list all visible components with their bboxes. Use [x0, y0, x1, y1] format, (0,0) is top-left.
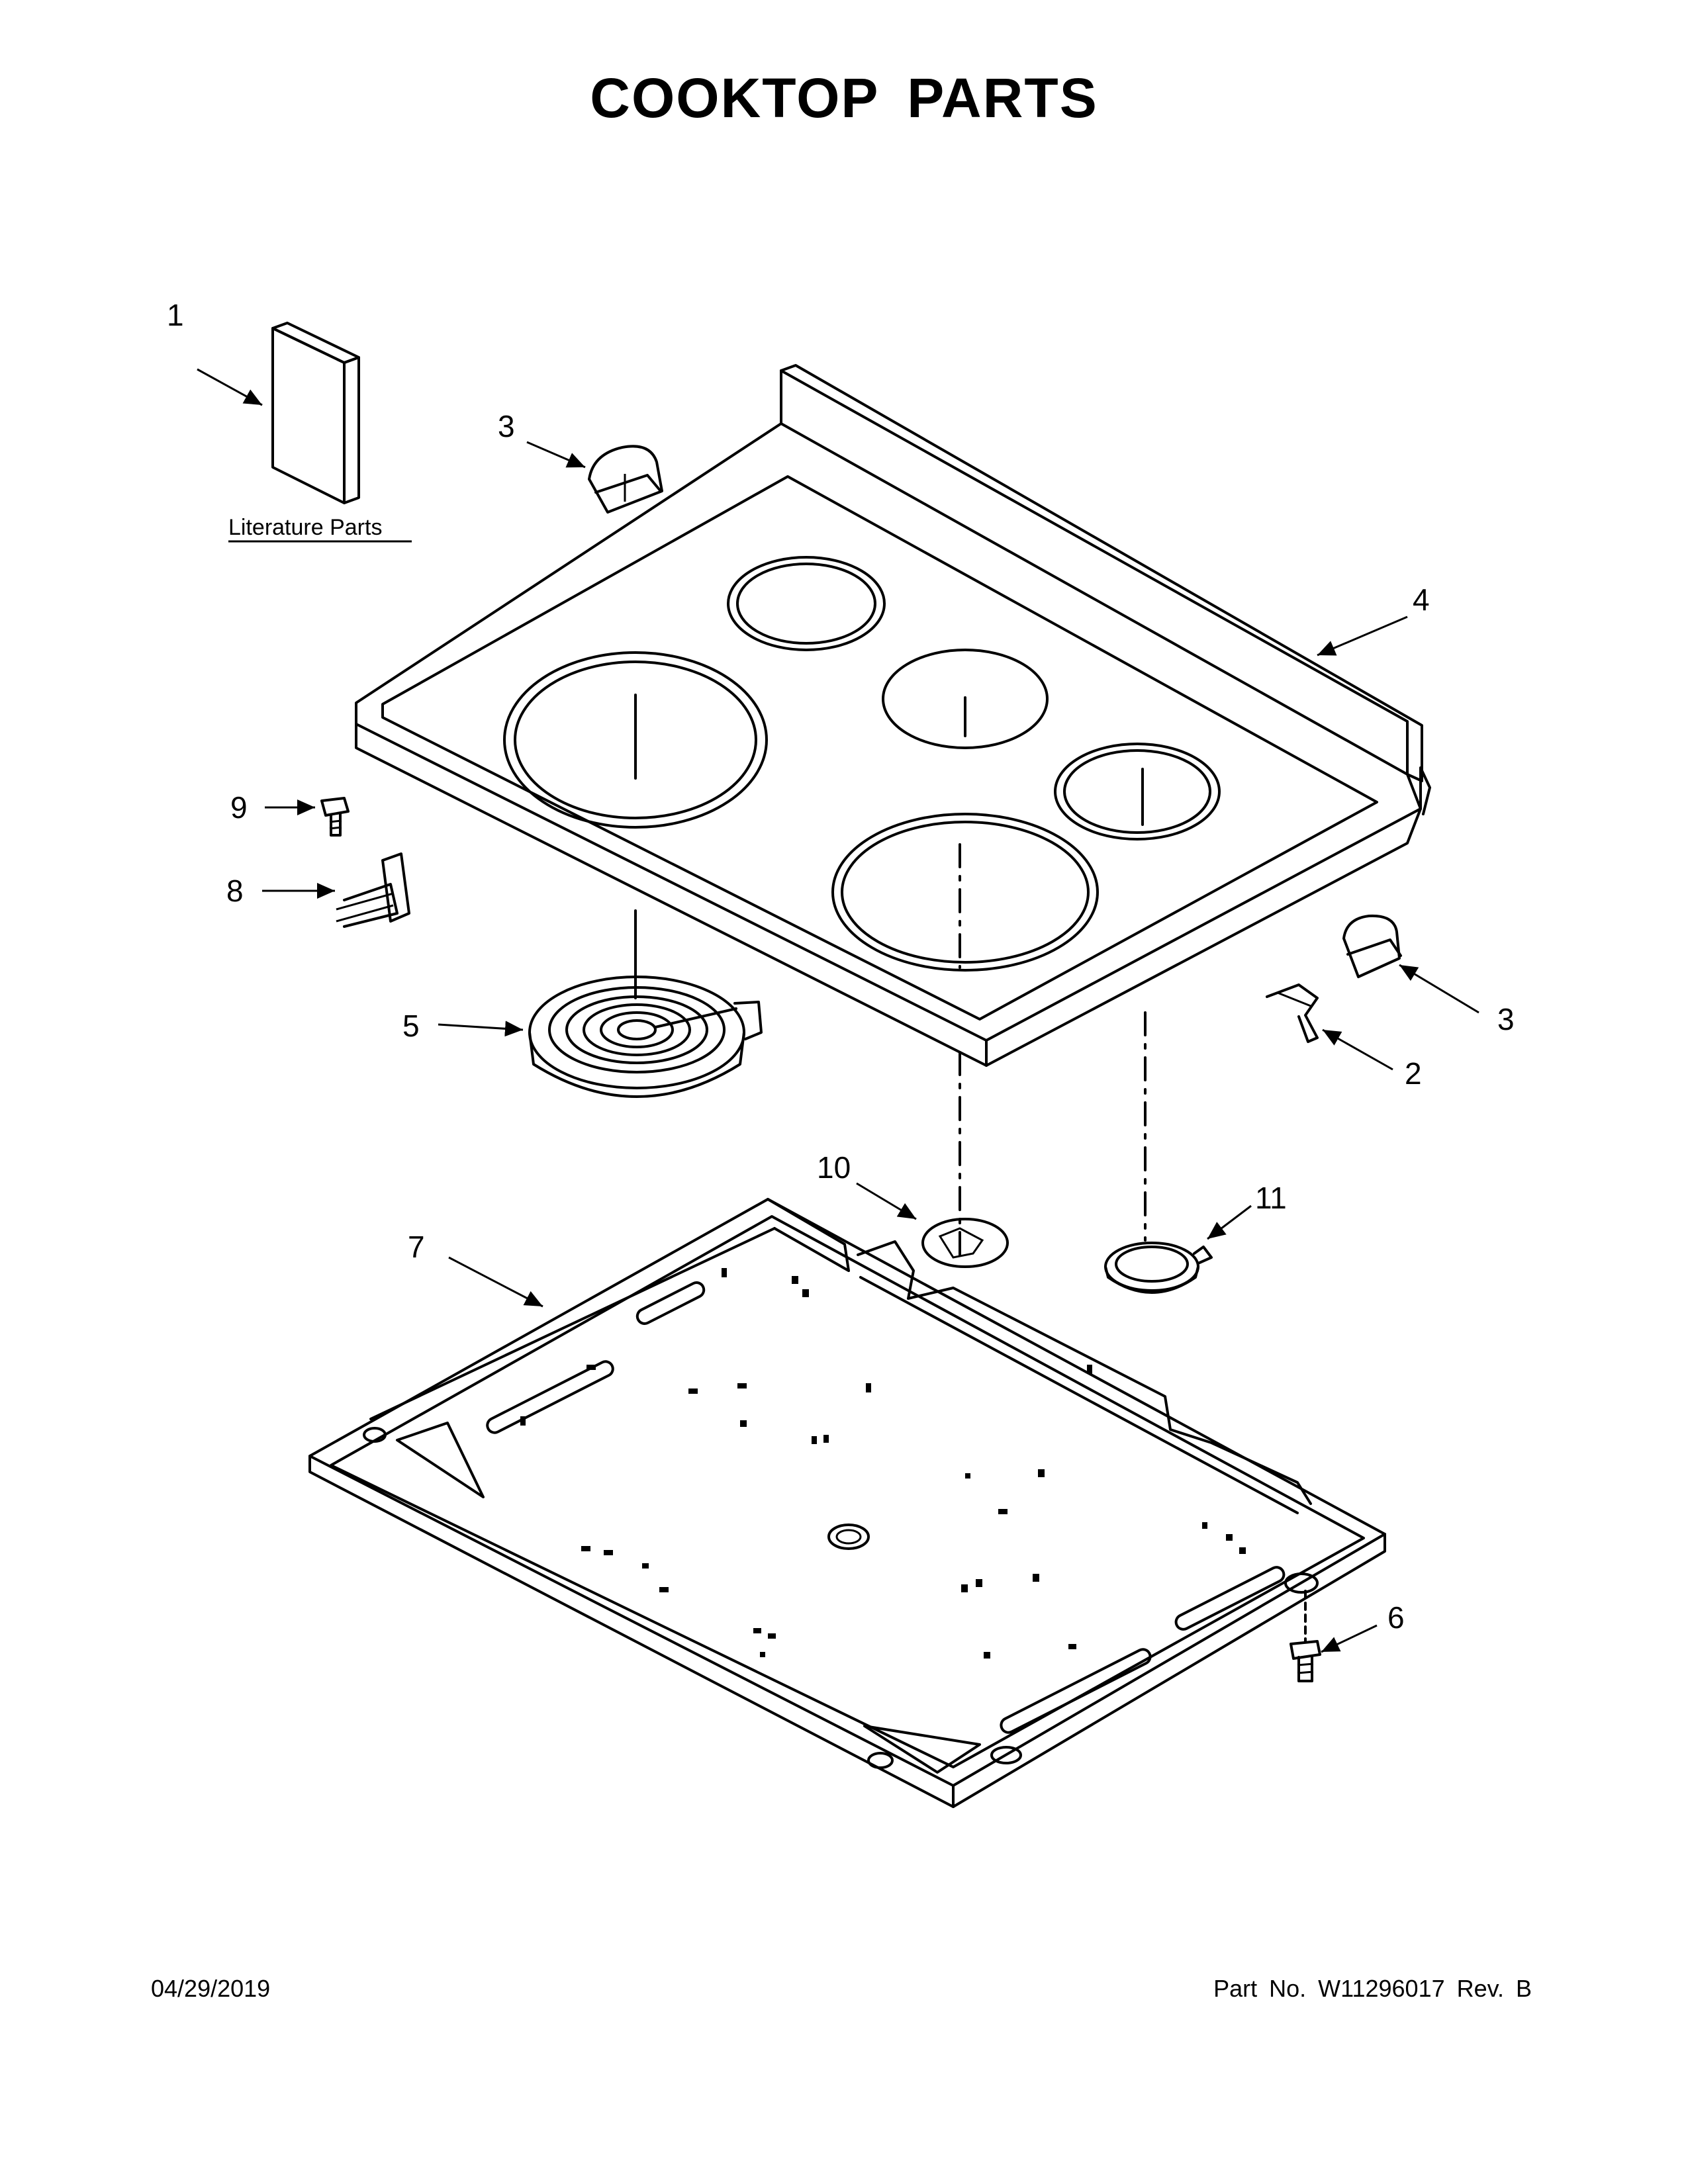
radiant-coil-element	[528, 976, 763, 1098]
callout-5: 5	[402, 1009, 420, 1043]
callout-8: 8	[226, 874, 244, 908]
literature-parts-label: Literature Parts	[228, 515, 382, 540]
callout-6: 6	[1387, 1600, 1405, 1635]
limiter-part	[921, 1218, 1009, 1268]
terminal-bracket	[336, 852, 410, 928]
literature-booklet	[271, 322, 360, 504]
footer-date: 04/29/2019	[151, 1975, 271, 2002]
burner-left-rear-ring	[727, 556, 886, 651]
page-title: COOKTOP PARTS	[590, 67, 1098, 129]
callout-10: 10	[817, 1150, 851, 1185]
footer-part-number: Part No. W11296017 Rev. B	[1213, 1975, 1532, 2002]
burner-center-ring	[882, 649, 1049, 749]
burner-right-rear-ring	[1054, 743, 1221, 841]
callout-3-side: 3	[1497, 1002, 1515, 1036]
screw-bottom	[1289, 1590, 1321, 1682]
callout-labels: 1 3 4 9 8 5 3 2 10 11 7 6	[167, 298, 1515, 1635]
screw-top	[320, 797, 350, 837]
burner-left-front-ring	[503, 651, 768, 829]
bracket-right-side	[1342, 914, 1402, 978]
callout-7: 7	[408, 1230, 425, 1264]
clip-part	[1266, 983, 1319, 1043]
cooktop-main-top	[355, 364, 1431, 1067]
callout-3-rear: 3	[498, 409, 515, 443]
callout-1: 1	[167, 298, 184, 332]
callout-11: 11	[1255, 1181, 1287, 1215]
callout-4: 4	[1413, 582, 1430, 617]
callout-9: 9	[230, 790, 248, 825]
callout-arrows	[197, 368, 1479, 1653]
burner-box-pan	[308, 1198, 1386, 1808]
callout-2: 2	[1405, 1056, 1422, 1091]
bracket-rear-left	[588, 445, 663, 514]
burner-right-front-ring	[831, 813, 1099, 972]
small-radiant-element	[1104, 1242, 1213, 1294]
alignment-lines	[634, 843, 1147, 1263]
